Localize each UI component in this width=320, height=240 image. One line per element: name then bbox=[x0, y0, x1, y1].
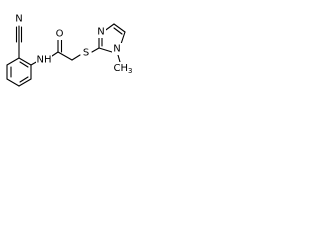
methyl-group-label: CH3 bbox=[114, 63, 133, 76]
carbonyl-to-ch2-bond bbox=[57, 51, 73, 61]
benzene-ring bbox=[6, 57, 32, 87]
imidazole-bond bbox=[98, 47, 113, 53]
imidazole-n3-label: N bbox=[97, 27, 104, 38]
imidazole-double-bond bbox=[113, 23, 126, 33]
benzene-bond bbox=[6, 78, 20, 87]
benzene-inner-double-bond bbox=[19, 76, 29, 83]
sulfur-to-c2-bond bbox=[91, 47, 100, 53]
benzene-bond bbox=[18, 78, 32, 87]
thioether-sulfur-label: S bbox=[83, 48, 89, 59]
imidazole-bond bbox=[120, 31, 126, 45]
benzene-bond bbox=[18, 57, 32, 66]
cyano-group bbox=[15, 25, 23, 59]
methyl-ch-text: CH bbox=[114, 63, 129, 74]
amide-nh-label: NH bbox=[37, 55, 52, 66]
benzene-inner-double-bond bbox=[19, 61, 29, 68]
benzene-bond bbox=[6, 57, 20, 66]
amide-oxygen-label: O bbox=[56, 29, 64, 40]
methyl-subscript-text: 3 bbox=[128, 67, 132, 75]
imidazole-double-bond bbox=[113, 27, 123, 35]
chemical-structure-diagram: N NH O S N N CH3 bbox=[6, 13, 136, 87]
atom-labels: N NH O S N N CH3 bbox=[14, 13, 136, 75]
cyano-nitrogen-label: N bbox=[15, 14, 22, 25]
ch2-to-sulfur-bond bbox=[71, 54, 81, 61]
imidazole-n1-label: N bbox=[113, 44, 120, 55]
n-methyl-bond bbox=[117, 54, 121, 63]
